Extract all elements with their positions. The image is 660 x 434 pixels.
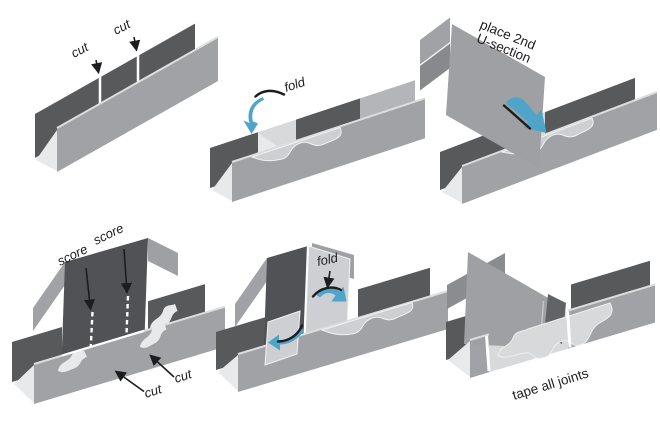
- tape-all-joints-label: tape all joints: [510, 365, 590, 402]
- cross-channel-front-wall: [464, 252, 550, 348]
- step6-tape-panel: tape all joints: [446, 252, 656, 403]
- fold-arrow-icon: [316, 286, 347, 302]
- front-wall: [34, 306, 225, 404]
- cross-channel-right-arm: [148, 238, 178, 276]
- down-arrow-icon: [91, 59, 103, 75]
- taped-joint-slit: [566, 310, 572, 348]
- channel-end-cap: [212, 163, 232, 201]
- front-wall-top-edge: [231, 97, 426, 163]
- front-wall: [232, 98, 425, 202]
- second-u-section-left-wall: [420, 43, 450, 91]
- cut-label-left: cut: [68, 39, 92, 61]
- folded-flap: [250, 126, 342, 162]
- insert-arrow-icon: [506, 97, 547, 133]
- channel-end-cap: [14, 365, 34, 403]
- step3-place-panel: place 2nd U-section: [420, 17, 658, 204]
- back-wall-segment: [35, 78, 99, 158]
- front-wall: [57, 37, 218, 172]
- front-wall: [462, 91, 657, 204]
- step2-fold-panel: fold: [210, 74, 426, 202]
- score-label-right: score: [91, 220, 126, 247]
- cut-notch: [140, 321, 167, 348]
- cross-channel-left-arm: [33, 262, 65, 331]
- fold-label: fold: [316, 250, 340, 269]
- fold-label: fold: [282, 74, 307, 95]
- wavy-taped-flap: [497, 302, 613, 359]
- front-wall-left-segment: [470, 334, 489, 378]
- folded-flap: [320, 301, 414, 336]
- fold-arrow-icon: [243, 97, 264, 134]
- front-wall-top-edge: [461, 90, 658, 167]
- step1-cut-panel: cut cut: [35, 16, 219, 172]
- cut-label-right: cut: [110, 16, 134, 38]
- score-dashed-line-left: [89, 311, 94, 347]
- channel-end-cap: [442, 167, 462, 203]
- swoosh-icon: [276, 324, 304, 343]
- cut-notch: [150, 304, 178, 330]
- folding-flap-left: [264, 310, 301, 366]
- cut-seam: [61, 329, 145, 357]
- second-u-section-right-wall: [446, 24, 545, 168]
- pointer-arrow-icon: [114, 370, 145, 393]
- cut-notch: [58, 350, 87, 373]
- down-arrow-icon: [323, 270, 335, 289]
- pointer-arrow-icon: [149, 354, 175, 378]
- down-arrow-icon: [120, 248, 132, 295]
- front-wall-top-edge: [469, 333, 490, 341]
- front-wall-top-edge: [56, 36, 219, 129]
- down-arrow-icon: [129, 36, 141, 52]
- down-arrow-icon: [83, 267, 96, 311]
- step5-fold-panel: fold: [216, 243, 449, 392]
- channel-end-cap: [448, 341, 470, 377]
- cut-label-lower: cut: [142, 381, 164, 401]
- swoosh-icon: [502, 104, 532, 130]
- cut-label-upper: cut: [172, 366, 194, 386]
- channel-end-cap: [218, 355, 238, 391]
- fold-crease: [303, 245, 310, 339]
- swoosh-icon: [254, 89, 286, 98]
- cross-channel-left-arm: [235, 258, 267, 327]
- fold-arrow-icon: [268, 326, 304, 351]
- step4-score-panel: score score cut cut: [12, 220, 226, 404]
- score-dashed-line-right: [125, 295, 130, 335]
- front-wall-top-edge: [567, 283, 656, 312]
- channel-end-cap: [36, 130, 57, 171]
- taped-joint-slit: [485, 334, 491, 372]
- second-u-section-far-arm: [420, 17, 450, 65]
